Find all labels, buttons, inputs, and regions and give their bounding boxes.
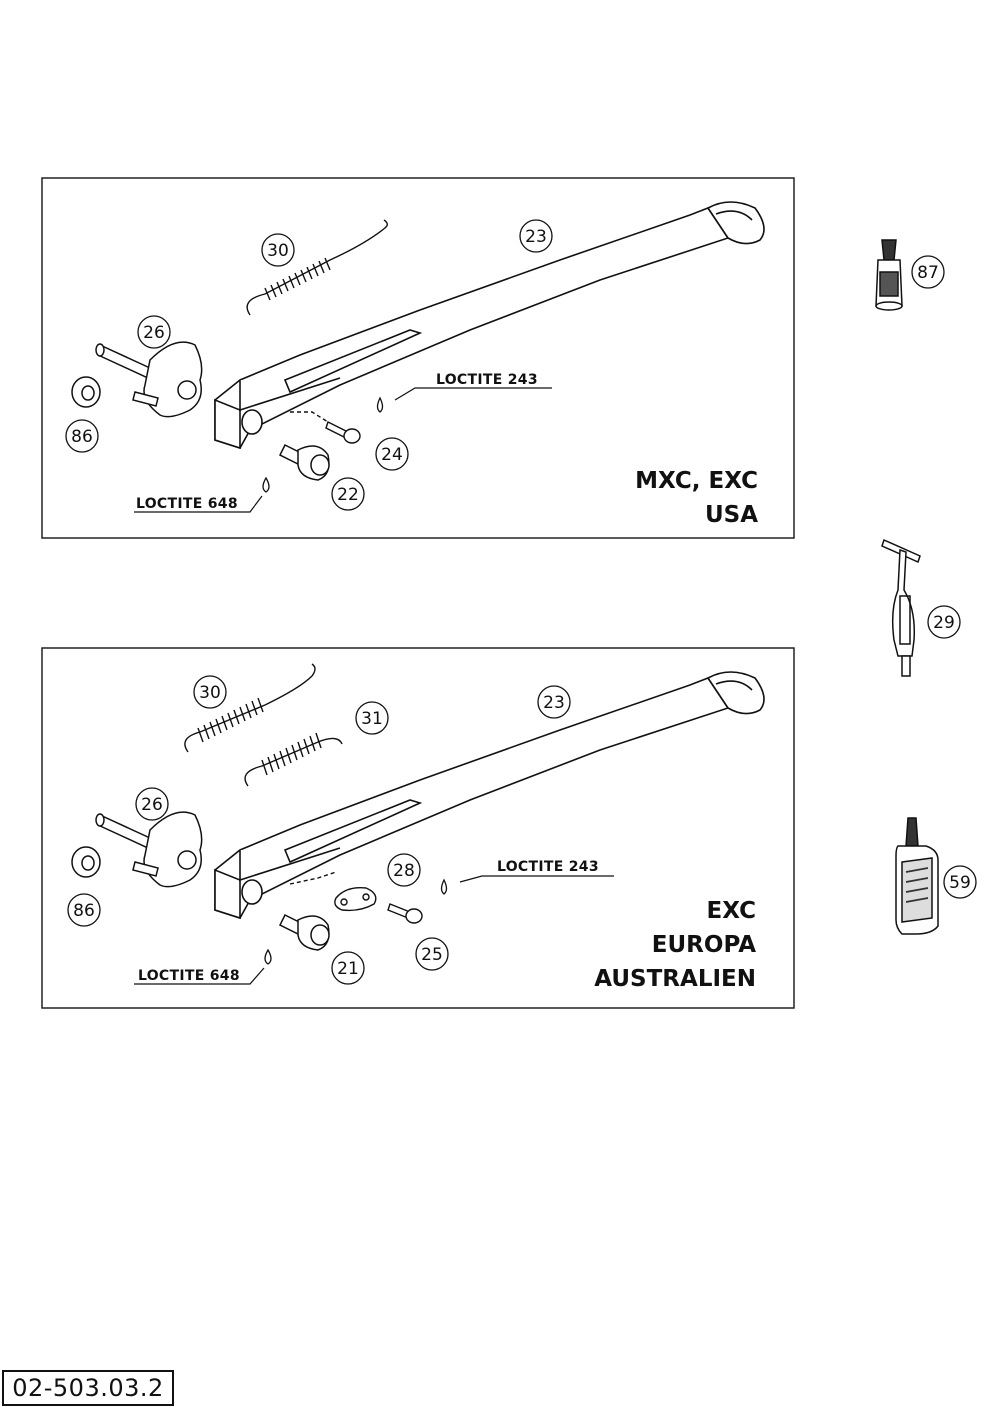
loctite-lower-note: LOCTITE 648 xyxy=(138,968,240,984)
stop-drawing xyxy=(278,443,330,481)
region-label-line: EUROPA xyxy=(652,932,756,958)
svg-text:31: 31 xyxy=(361,709,383,729)
loctite-lower-note: LOCTITE 648 xyxy=(136,496,238,512)
svg-text:86: 86 xyxy=(71,427,93,447)
screw-drawing xyxy=(289,871,423,924)
svg-text:30: 30 xyxy=(267,241,289,261)
loctite-drop-icon xyxy=(376,396,384,413)
svg-text:26: 26 xyxy=(141,795,163,815)
callout-26: 26 xyxy=(137,315,171,349)
callout-23: 23 xyxy=(519,219,553,253)
callout-59: 59 xyxy=(949,873,971,893)
region-label-line: USA xyxy=(705,502,758,528)
spring-drawing xyxy=(184,663,316,753)
svg-text:28: 28 xyxy=(393,861,415,881)
callout-24: 24 xyxy=(375,437,409,471)
loctite-drop-icon xyxy=(440,878,448,895)
leader-line xyxy=(134,495,263,513)
svg-text:23: 23 xyxy=(525,227,547,247)
loctite-tube-icon xyxy=(875,239,903,311)
panel-europa: LOCTITE 243 LOCTITE 648 30 31 23 26 86 2… xyxy=(41,647,795,1009)
spring-drawing xyxy=(246,219,388,316)
side-part-loctite-tube: 87 xyxy=(875,239,945,311)
loctite-drop-icon xyxy=(264,948,272,965)
pivot-drawing xyxy=(95,341,203,418)
callout-22: 22 xyxy=(331,477,365,511)
bushing-drawing xyxy=(71,376,101,408)
side-stand-drawing xyxy=(214,201,765,450)
panel-frame xyxy=(41,647,795,1009)
callout-30: 30 xyxy=(261,233,295,267)
svg-text:86: 86 xyxy=(73,901,95,921)
side-stand-drawing xyxy=(214,671,765,920)
callout-86: 86 xyxy=(67,893,101,927)
callout-25: 25 xyxy=(415,937,449,971)
callout-86: 86 xyxy=(65,419,99,453)
pivot-drawing xyxy=(95,811,203,888)
leader-line xyxy=(459,875,614,883)
bottle-icon xyxy=(895,817,939,935)
callout-28: 28 xyxy=(387,853,421,887)
callout-29: 29 xyxy=(933,613,955,633)
loctite-upper-note: LOCTITE 243 xyxy=(436,372,538,388)
spring-drawing xyxy=(244,732,343,787)
region-label-line: MXC, EXC xyxy=(635,468,758,494)
loctite-upper-note: LOCTITE 243 xyxy=(497,859,599,875)
callout-87: 87 xyxy=(917,263,939,283)
svg-text:30: 30 xyxy=(199,683,221,703)
bushing-drawing xyxy=(71,846,101,878)
drawing-code-label: 02-503.03.2 xyxy=(2,1370,174,1406)
callout-21: 21 xyxy=(331,951,365,985)
region-label-line: AUSTRALIEN xyxy=(594,966,756,992)
panel-usa: LOCTITE 243 LOCTITE 648 30 23 26 86 24 2… xyxy=(41,177,795,539)
svg-text:26: 26 xyxy=(143,323,165,343)
svg-text:24: 24 xyxy=(381,445,403,465)
stop-drawing xyxy=(278,913,330,951)
side-part-tool: 29 xyxy=(881,538,961,677)
screw-drawing xyxy=(290,411,361,444)
tool-icon xyxy=(881,538,921,677)
svg-text:22: 22 xyxy=(337,485,359,505)
region-label-line: EXC xyxy=(706,898,756,924)
callout-26: 26 xyxy=(135,787,169,821)
svg-text:23: 23 xyxy=(543,693,565,713)
callout-31: 31 xyxy=(355,701,389,735)
plate-drawing xyxy=(334,887,377,912)
svg-text:21: 21 xyxy=(337,959,359,979)
callout-30: 30 xyxy=(193,675,227,709)
leader-line xyxy=(134,967,265,985)
callout-23: 23 xyxy=(537,685,571,719)
panel-frame xyxy=(41,177,795,539)
loctite-drop-icon xyxy=(262,476,270,493)
svg-text:25: 25 xyxy=(421,945,443,965)
leader-line xyxy=(394,387,552,401)
side-part-bottle: 59 xyxy=(895,817,977,935)
